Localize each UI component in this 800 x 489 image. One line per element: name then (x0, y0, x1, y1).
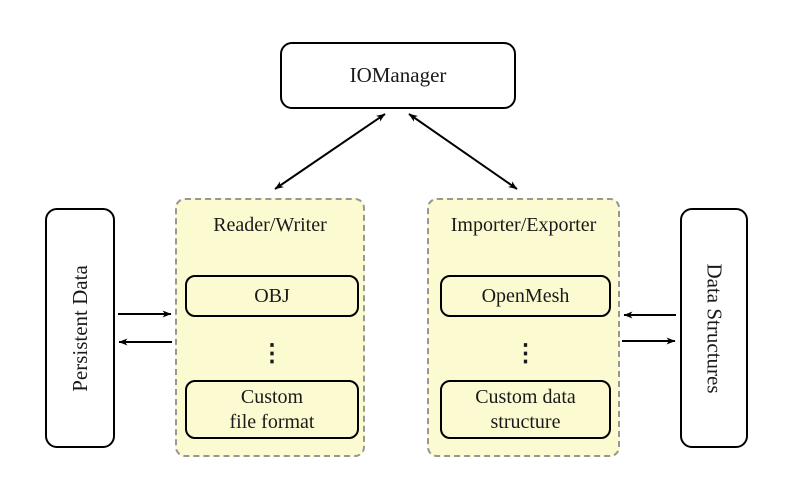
openmesh-node: OpenMesh (440, 275, 611, 317)
right-ellipsis: ⋮ (440, 330, 611, 376)
custom-file-format-label: Custom file format (229, 385, 315, 433)
reader-writer-label: Reader/Writer (213, 214, 327, 236)
persistent-data-node: Persistent Data (45, 208, 115, 448)
iomanager-node: IOManager (280, 42, 516, 109)
obj-label: OBJ (254, 284, 290, 307)
openmesh-label: OpenMesh (481, 284, 570, 307)
iomanager-label: IOManager (349, 63, 447, 87)
custom-file-format-node: Custom file format (185, 380, 359, 439)
edge-iomanager-readerwriter (274, 113, 386, 190)
data-structures-node: Data Structures (680, 208, 748, 448)
persistent-data-label: Persistent Data (67, 264, 92, 392)
importer-exporter-group: Importer/Exporter OpenMesh ⋮ Custom data… (427, 198, 620, 457)
edge-iomanager-importerexporter (408, 113, 518, 190)
left-ellipsis-glyph: ⋮ (260, 340, 284, 367)
importer-exporter-label: Importer/Exporter (450, 214, 597, 236)
custom-data-structure-node: Custom data structure (440, 380, 611, 439)
data-structures-label: Data Structures (702, 262, 727, 394)
reader-writer-group: Reader/Writer OBJ ⋮ Custom file format (175, 198, 365, 457)
custom-data-structure-label: Custom data structure (475, 385, 576, 433)
obj-node: OBJ (185, 275, 359, 317)
right-ellipsis-glyph: ⋮ (513, 340, 538, 367)
left-ellipsis: ⋮ (185, 330, 359, 376)
